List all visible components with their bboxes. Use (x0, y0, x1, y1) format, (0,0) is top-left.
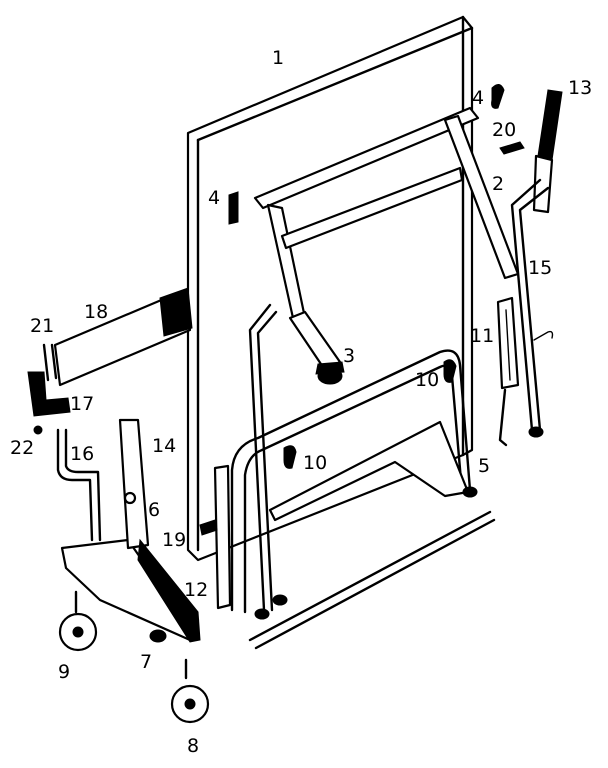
callout-12: 12 (184, 579, 208, 601)
caster-left (58, 590, 98, 652)
leveler-foot (149, 629, 167, 643)
callout-10-lower: 10 (303, 452, 327, 474)
callout-labels: 1 2 3 4 4 5 6 7 8 9 10 10 11 12 13 14 15… (10, 47, 592, 757)
callout-6: 6 (148, 499, 160, 521)
leg-tip-cap (315, 361, 345, 385)
clip-10-upper (443, 359, 457, 383)
callout-22: 22 (10, 437, 34, 459)
leg-brace-left (199, 303, 288, 620)
callout-14: 14 (152, 435, 176, 457)
callout-7: 7 (140, 651, 152, 673)
callout-4-upper: 4 (472, 87, 484, 109)
caster-bottom (170, 658, 210, 724)
base-bracket (60, 418, 201, 643)
callout-10-upper: 10 (415, 369, 439, 391)
callout-8: 8 (187, 735, 199, 757)
callout-11: 11 (470, 325, 494, 347)
callout-2: 2 (492, 173, 504, 195)
corner-clip-left (228, 191, 239, 225)
callout-19: 19 (162, 529, 186, 551)
callout-4-left: 4 (208, 187, 220, 209)
support-cylinder (532, 89, 563, 214)
callout-18: 18 (84, 301, 108, 323)
clip-10-lower (283, 445, 297, 469)
callout-5: 5 (478, 455, 490, 477)
callout-13: 13 (568, 77, 592, 99)
crank-handle (56, 428, 102, 542)
pin-hook (533, 330, 554, 341)
callout-9: 9 (58, 661, 70, 683)
pin-20 (499, 141, 525, 155)
callout-15: 15 (528, 257, 552, 279)
corner-clip-upper (491, 84, 505, 109)
net (53, 287, 193, 387)
net-clamp (27, 371, 71, 435)
net-post (42, 343, 58, 382)
support-rod (510, 178, 550, 438)
callout-21: 21 (30, 315, 54, 337)
callout-17: 17 (70, 393, 94, 415)
callout-1: 1 (272, 47, 284, 69)
callout-16: 16 (70, 443, 94, 465)
latch-bracket (496, 296, 520, 447)
axle-bar (248, 510, 496, 650)
callout-3: 3 (343, 345, 355, 367)
callout-20: 20 (492, 119, 516, 141)
